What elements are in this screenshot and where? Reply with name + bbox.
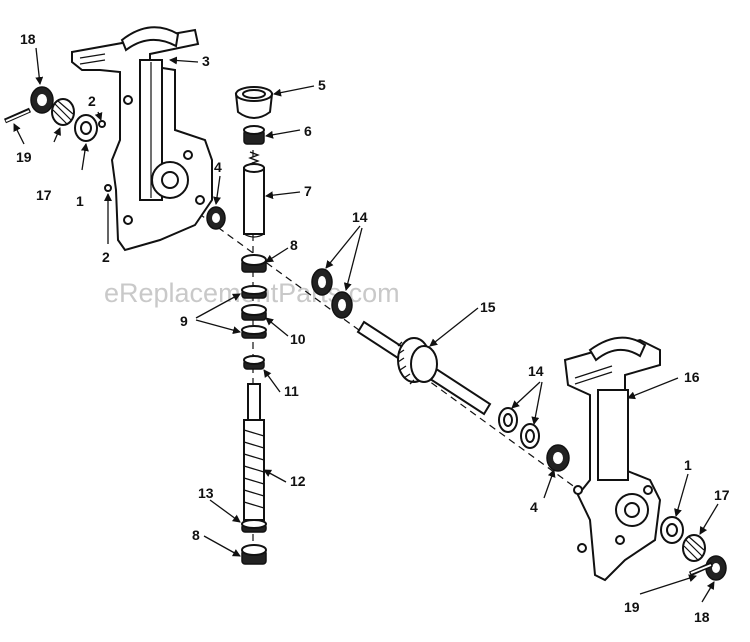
callout-11: 11 <box>284 383 299 399</box>
washer-9-upper <box>241 285 267 299</box>
bearing-10 <box>241 304 267 321</box>
thrust-washer-14a <box>311 268 333 296</box>
callout-15: 15 <box>480 299 496 315</box>
callout-17-left: 17 <box>36 187 52 203</box>
callout-19-right: 19 <box>624 599 640 615</box>
callout-7: 7 <box>304 183 312 199</box>
callout-12: 12 <box>290 473 306 489</box>
callout-6: 6 <box>304 123 312 139</box>
callout-8-top: 8 <box>290 237 298 253</box>
callout-10: 10 <box>290 331 306 347</box>
spring-small <box>248 151 260 165</box>
washer-11 <box>243 355 265 370</box>
callout-labels: 18 3 5 2 6 19 17 1 4 7 14 2 8 15 9 10 16… <box>16 31 730 625</box>
callout-5: 5 <box>318 77 326 93</box>
dowel-pin-2a <box>98 120 106 128</box>
left-gear-housing <box>71 26 213 252</box>
bearing-17-right <box>682 534 706 562</box>
thrust-washer-14c <box>498 407 518 433</box>
leader-lines <box>13 47 719 603</box>
callout-19-left: 19 <box>16 149 32 165</box>
ring-1-right <box>660 516 684 544</box>
callout-4-right: 4 <box>530 499 538 515</box>
bushing-6 <box>243 125 265 145</box>
cap-5 <box>234 86 274 119</box>
nut-18-left <box>30 86 54 114</box>
callout-4-left: 4 <box>214 159 222 175</box>
bearing-17-left <box>51 98 75 126</box>
callout-16: 16 <box>684 369 700 385</box>
callout-1-left: 1 <box>76 193 84 209</box>
callout-8-bottom: 8 <box>192 527 200 543</box>
pin-19-right <box>688 561 714 577</box>
ring-1-left <box>74 114 98 142</box>
callout-18-right: 18 <box>694 609 710 625</box>
right-gear-housing <box>563 336 662 582</box>
callout-17-right: 17 <box>714 487 730 503</box>
callout-13: 13 <box>198 485 214 501</box>
washer-4-right <box>546 444 570 472</box>
dowel-pin-2b <box>104 184 112 192</box>
drive-shaft-15 <box>356 320 492 416</box>
callout-14-top: 14 <box>352 209 368 225</box>
worm-shaft-12 <box>243 383 265 521</box>
bearing-8-top <box>241 254 267 273</box>
callout-9: 9 <box>180 313 188 329</box>
callout-2-bottom: 2 <box>102 249 110 265</box>
callout-2-top: 2 <box>88 93 96 109</box>
callout-1-right: 1 <box>684 457 692 473</box>
callout-3: 3 <box>202 53 210 69</box>
thrust-washer-14d <box>520 423 540 449</box>
washer-4-left <box>206 206 226 230</box>
bearing-8-bottom <box>241 544 267 565</box>
callout-18-left: 18 <box>20 31 36 47</box>
washer-13 <box>241 519 267 533</box>
thrust-washer-14b <box>331 291 353 319</box>
sleeve-7 <box>243 163 265 238</box>
callout-14-bottom: 14 <box>528 363 544 379</box>
washer-9-lower <box>241 325 267 339</box>
pin-19-left <box>3 107 32 124</box>
